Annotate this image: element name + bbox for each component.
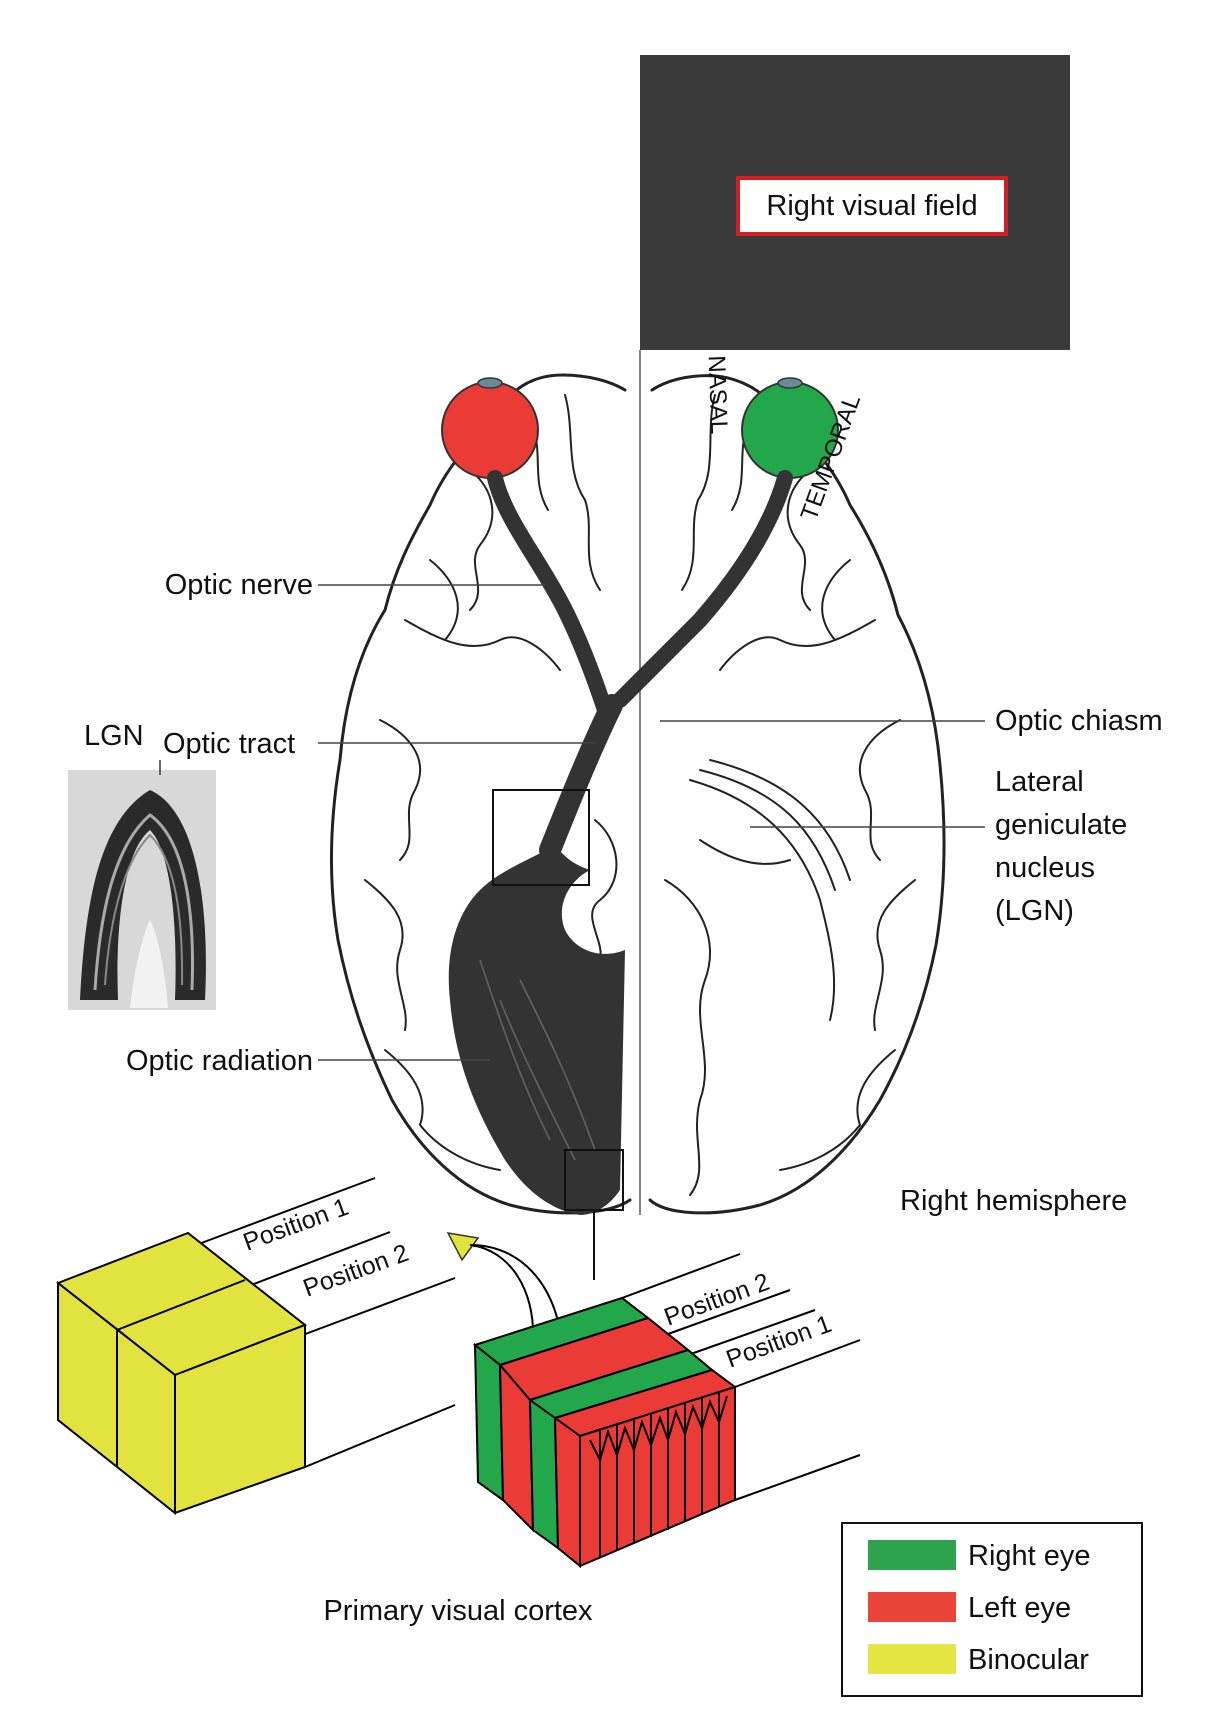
right-visual-field-panel: Right visual field [640, 55, 1070, 350]
optic-tract-label: Optic tract [163, 728, 295, 760]
lgn-label-line2: geniculate [995, 809, 1127, 841]
right-eye-arrow [469, 1244, 535, 1341]
left-eye-pupil [477, 377, 503, 389]
left-optic-nerve [487, 470, 613, 718]
legend-label-1: Left eye [968, 1592, 1071, 1624]
brain-outline [329, 373, 946, 1215]
legend-label-2: Binocular [968, 1644, 1089, 1676]
legend-swatch-0 [868, 1540, 956, 1570]
legend-label-0: Right eye [968, 1540, 1091, 1572]
position1-left-label: Position 1 [239, 1193, 352, 1257]
optic-radiation [448, 845, 625, 1215]
lgn-highlight-box [492, 789, 590, 886]
front-right-face [579, 1385, 736, 1568]
lgn-label-line3: nucleus [995, 852, 1095, 884]
ocular-dominance-block [472, 1253, 861, 1569]
optic-nerve-label: Optic nerve [165, 569, 313, 601]
binocular-front-right [174, 1323, 306, 1515]
lgn-label-line1: Lateral [995, 766, 1084, 798]
right-eye-pupil [777, 377, 803, 389]
left-eye [441, 377, 539, 479]
binocular-pointer-triangle [446, 1232, 480, 1262]
primary-visual-cortex-label: Primary visual cortex [323, 1595, 593, 1627]
optic-radiation-label: Optic radiation [126, 1045, 313, 1077]
legend-swatch-2 [868, 1644, 956, 1674]
optic-chiasm-label: Optic chiasm [995, 705, 1163, 737]
right-hemisphere-label: Right hemisphere [900, 1185, 1127, 1217]
binocular-block [55, 1177, 456, 1516]
orientation-columns [589, 1392, 728, 1558]
right-eye [741, 377, 839, 479]
position2-left-label: Position 2 [299, 1239, 412, 1303]
nasal-label: NASAL [703, 355, 733, 435]
right-visual-field-label: Right visual field [766, 190, 977, 222]
visual-pathway [448, 470, 793, 1215]
right-hemisphere-outline [648, 374, 946, 1215]
optic-tract [539, 694, 623, 861]
right-optic-nerve [612, 470, 793, 708]
visual-field-label-box [736, 176, 1008, 236]
lgn-label-line4: (LGN) [995, 895, 1074, 927]
position1-right-label: Position 1 [722, 1310, 835, 1374]
legend-swatch-1 [868, 1592, 956, 1622]
lgn-short-label: LGN [84, 720, 144, 752]
left-eyeball [441, 381, 539, 479]
lgn-micrograph [68, 770, 216, 1010]
